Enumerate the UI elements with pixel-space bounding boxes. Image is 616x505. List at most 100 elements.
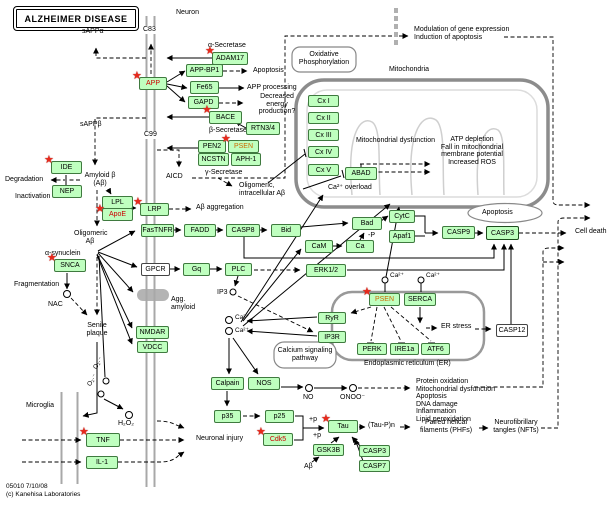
node-cx3[interactable]: Cx III <box>308 129 339 141</box>
node-fas-tnfr[interactable]: FasTNFR <box>141 224 174 237</box>
node-nep[interactable]: NEP <box>52 185 82 198</box>
node-aph-1[interactable]: APH-1 <box>231 153 261 166</box>
disease-gene-star-icon <box>132 71 142 82</box>
label-ab-small: Aβ <box>304 463 313 470</box>
node-il-1[interactable]: IL-1 <box>86 456 118 469</box>
node-erk1-2[interactable]: ERK1/2 <box>306 264 346 277</box>
node-ca[interactable]: Ca <box>346 240 374 253</box>
node-fadd[interactable]: FADD <box>184 224 216 237</box>
label-oxidative-phosphorylation[interactable]: Oxidative Phosphorylation <box>298 51 350 66</box>
node-vdcc[interactable]: VDCC <box>137 341 168 353</box>
node-app[interactable]: APP <box>139 77 167 90</box>
node-nos[interactable]: NOS <box>248 377 280 390</box>
label-plus-p: +p <box>313 432 321 439</box>
node-psen-er[interactable]: PSEN <box>369 293 400 306</box>
node-rtn3-4[interactable]: RTN3/4 <box>246 122 280 135</box>
node-psen[interactable]: PSEN <box>228 140 259 153</box>
label-c83: C83 <box>142 26 157 34</box>
page-title: ALZHEIMER DISEASE <box>13 6 139 31</box>
superoxide-circle <box>102 377 110 385</box>
node-cx5[interactable]: Cx V <box>308 164 339 176</box>
label-damage-block: Protein oxidation Mitochondrial dysfunct… <box>416 378 495 423</box>
node-perk[interactable]: PERK <box>357 343 387 355</box>
label-calcium-signaling[interactable]: Calcium signaling pathway <box>277 347 333 362</box>
disease-gene-star-icon <box>205 46 215 57</box>
label-ab-aggregation: Aβ aggregation <box>196 204 244 211</box>
node-pen2[interactable]: PEN2 <box>198 140 226 153</box>
node-ide[interactable]: IDE <box>51 161 82 174</box>
copyright: (c) Kanehisa Laboratories <box>6 491 81 498</box>
label-c99: C99 <box>143 131 158 139</box>
disease-gene-star-icon <box>95 204 105 215</box>
label-tau-p-n: (Tau-P)n <box>368 422 395 429</box>
disease-gene-star-icon <box>321 414 331 425</box>
label-mitochondria: Mitochondria <box>389 66 430 73</box>
apoptosis-oval[interactable] <box>467 202 543 224</box>
disease-gene-star-icon <box>362 287 372 298</box>
node-lrp[interactable]: LRP <box>140 203 169 216</box>
node-app-bp1[interactable]: APP-BP1 <box>186 64 223 77</box>
node-cx1[interactable]: Cx I <box>308 95 339 107</box>
superoxide-circle <box>97 390 105 398</box>
node-abad[interactable]: ABAD <box>345 167 377 180</box>
node-casp12[interactable]: CASP12 <box>496 324 528 337</box>
node-p25[interactable]: p25 <box>265 410 294 423</box>
node-nmdar[interactable]: NMDAR <box>136 326 169 339</box>
node-calpain[interactable]: Calpain <box>211 377 244 390</box>
label-ca2: Ca²⁺ <box>235 314 249 321</box>
disease-gene-star-icon <box>202 105 212 116</box>
node-casp8[interactable]: CASP8 <box>226 224 260 237</box>
node-cx2[interactable]: Cx II <box>308 112 339 124</box>
disease-gene-star-icon <box>79 427 89 438</box>
node-casp7[interactable]: CASP7 <box>359 460 390 472</box>
label-neuron: Neuron <box>176 9 199 16</box>
node-cdk5[interactable]: Cdk5 <box>263 433 293 446</box>
label-alpha-secretase: α-Secretase <box>208 42 246 49</box>
node-casp3[interactable]: CASP3 <box>486 226 519 240</box>
label-senile-plaque: Senile plaque <box>86 322 108 337</box>
node-casp9[interactable]: CASP9 <box>442 226 475 239</box>
node-gq[interactable]: Gq <box>183 263 210 276</box>
node-serca[interactable]: SERCA <box>404 293 436 306</box>
map-id-date: 05010 7/10/08 <box>6 483 48 490</box>
label-apoptosis-oval[interactable]: Apoptosis <box>482 209 513 216</box>
node-bid[interactable]: Bid <box>271 224 301 237</box>
oxidative-phosphorylation-box[interactable] <box>291 46 357 73</box>
node-cytc[interactable]: CytC <box>389 210 415 223</box>
label-phf: Paired helical filaments (PHFs) <box>419 419 473 434</box>
node-atf6[interactable]: ATF6 <box>421 343 450 355</box>
label-inactivation: Inactivation <box>15 193 51 200</box>
node-tnf[interactable]: TNF <box>86 433 120 447</box>
node-gsk3b[interactable]: GSK3B <box>313 444 344 456</box>
node-cam[interactable]: CaM <box>305 240 333 253</box>
node-bad[interactable]: Bad <box>352 217 382 230</box>
node-p35[interactable]: p35 <box>214 410 241 423</box>
disease-gene-star-icon <box>47 253 57 264</box>
node-plc[interactable]: PLC <box>225 263 252 276</box>
node-apaf1[interactable]: Apaf1 <box>389 230 415 243</box>
node-ryr[interactable]: RyR <box>318 312 346 324</box>
calcium-circle <box>225 316 233 324</box>
label-aicd: AICD <box>166 173 183 180</box>
aggregated-amyloid-blob <box>137 289 169 301</box>
node-cx4[interactable]: Cx IV <box>308 146 339 158</box>
no-molecule-circle <box>305 384 313 392</box>
label-onoo: ONOO⁻ <box>340 394 366 401</box>
node-fe65[interactable]: Fe65 <box>190 81 219 94</box>
node-ip3r[interactable]: IP3R <box>318 331 346 343</box>
node-gpcr[interactable]: GPCR <box>141 263 170 276</box>
node-adam17[interactable]: ADAM17 <box>212 52 248 65</box>
label-amyloid-beta: Amyloid β (Aβ) <box>84 172 116 187</box>
label-gamma-secretase: γ-Secretase <box>205 169 243 176</box>
node-snca[interactable]: SNCA <box>54 259 86 272</box>
node-tau[interactable]: Tau <box>328 420 358 433</box>
node-apoe[interactable]: ApoE <box>102 208 133 221</box>
label-er: Endoplasmic reticulum (ER) <box>364 360 451 367</box>
calcium-signaling-box[interactable] <box>273 341 337 369</box>
node-casp3-tau[interactable]: CASP3 <box>359 445 390 457</box>
node-ncstn[interactable]: NCSTN <box>198 153 229 166</box>
node-bace[interactable]: BACE <box>209 111 242 124</box>
label-app-processing: APP processing <box>247 84 297 91</box>
label-sappb: sAPPβ <box>80 121 102 128</box>
node-ire1a[interactable]: IRE1a <box>390 343 419 355</box>
